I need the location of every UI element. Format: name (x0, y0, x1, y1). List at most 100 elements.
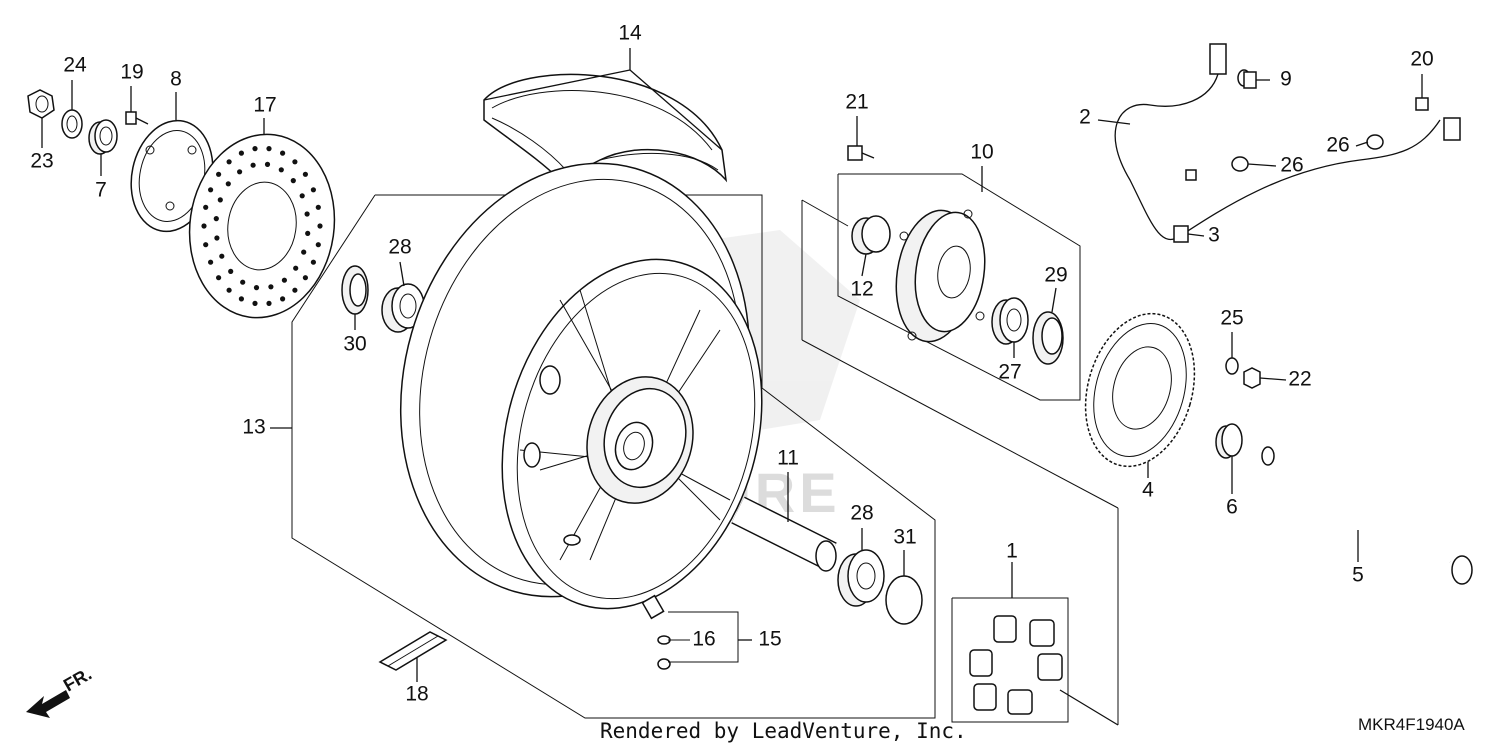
callout-26-a: 26 (1280, 154, 1303, 177)
disc-vent-hole (213, 216, 219, 222)
brake-disc-17 (188, 133, 336, 319)
disc-vent-hole (201, 223, 207, 229)
collar-7 (88, 119, 118, 155)
disc-vent-hole (252, 146, 258, 152)
callout-16: 16 (692, 628, 715, 651)
disc-vent-hole (292, 159, 298, 165)
disc-vent-hole (266, 300, 272, 306)
callout-11: 11 (777, 447, 799, 470)
disc-vent-hole (208, 187, 214, 193)
callout-10: 10 (970, 141, 993, 164)
driven-sprocket-4 (1084, 312, 1196, 468)
disc-vent-hole (317, 223, 323, 229)
rear-wheel-rim-13 (399, 162, 763, 610)
disc-vent-hole (219, 253, 225, 259)
clip-26-b (1366, 134, 1384, 150)
disc-vent-hole (268, 284, 274, 290)
disc-vent-hole (228, 268, 234, 274)
disc-vent-hole (278, 167, 284, 173)
damper-box (951, 597, 1069, 723)
callout-26-b: 26 (1326, 134, 1349, 157)
dust-seal-30 (341, 265, 369, 315)
callout-9: 9 (1280, 68, 1292, 91)
grommet-3 (1173, 225, 1189, 243)
wheel-assembly-box (291, 194, 936, 719)
disc-vent-hole (203, 204, 209, 210)
disc-vent-hole (266, 146, 272, 152)
callout-19: 19 (120, 61, 143, 84)
callout-3: 3 (1208, 224, 1220, 247)
leader-lines (41, 48, 1423, 726)
oil-seal-29 (1032, 311, 1064, 365)
bearing-27 (991, 297, 1029, 345)
callout-6: 6 (1226, 496, 1238, 519)
sprocket-flange-10 (895, 209, 986, 343)
callout-24: 24 (63, 54, 87, 77)
disc-vent-hole (214, 235, 220, 241)
distance-collar-11 (731, 496, 837, 572)
callout-13: 13 (242, 416, 265, 439)
disc-vent-hole (237, 169, 243, 175)
callout-7: 7 (95, 179, 107, 202)
wheel-speed-sensor-2 (1114, 43, 1461, 241)
callout-17: 17 (253, 94, 276, 117)
cap-9 (1237, 69, 1257, 89)
washer-25 (1225, 357, 1239, 375)
callout-18: 18 (405, 683, 428, 706)
disc-vent-hole (310, 259, 316, 265)
collar-12 (851, 215, 891, 255)
disc-vent-hole (238, 150, 244, 156)
disc-vent-hole (238, 296, 244, 302)
clip-26-a (1231, 156, 1249, 172)
axle-nut-23 (27, 89, 55, 119)
bolt-21 (847, 145, 875, 161)
callout-20: 20 (1410, 48, 1433, 71)
disc-vent-hole (315, 204, 321, 210)
nut-22 (1243, 367, 1261, 389)
o-ring-31 (885, 575, 923, 625)
callouts: 14 24 19 8 17 23 7 28 30 13 21 10 12 29 … (30, 22, 1433, 706)
disc-vent-hole (292, 287, 298, 293)
disc-vent-hole (216, 171, 222, 177)
disc-vent-hole (253, 285, 260, 291)
callout-27: 27 (998, 361, 1021, 384)
footer-credit: Rendered by LeadVenture, Inc. (600, 719, 967, 743)
callout-23: 23 (30, 150, 53, 173)
disc-vent-hole (226, 159, 232, 165)
disc-vent-hole (203, 242, 209, 248)
callout-5: 5 (1352, 564, 1364, 587)
disc-vent-hole (280, 296, 286, 302)
callout-8: 8 (170, 68, 182, 91)
callout-28-left: 28 (388, 236, 411, 259)
diagram-code: MKR4F1940A (1358, 715, 1465, 734)
callout-15: 15 (758, 628, 781, 651)
callout-4: 4 (1142, 479, 1154, 502)
callout-12: 12 (850, 278, 873, 301)
callout-2: 2 (1079, 106, 1091, 129)
disc-vent-hole (208, 259, 214, 265)
disc-vent-hole (304, 211, 310, 217)
callout-30: 30 (343, 333, 366, 356)
callout-28-right: 28 (850, 502, 873, 525)
callout-22: 22 (1288, 368, 1311, 391)
disc-vent-hole (302, 275, 308, 281)
disc-vent-hole (315, 242, 321, 248)
disc-vent-hole (293, 265, 299, 271)
damper-rubbers-1 (969, 615, 1063, 715)
washer-24 (61, 109, 83, 139)
callout-1: 1 (1006, 540, 1018, 563)
disc-vent-hole (305, 230, 311, 236)
hub-assembly-box (837, 173, 1081, 401)
disc-vent-hole (301, 249, 307, 255)
disc-vent-hole (264, 161, 271, 167)
disc-vent-hole (226, 287, 232, 293)
valve-assembly-15 (641, 594, 739, 670)
bearing-28-right (837, 549, 885, 607)
disc-vent-hole (240, 279, 246, 285)
callout-21: 21 (845, 91, 868, 114)
bolt-20 (1415, 97, 1429, 111)
collar-6 (1215, 423, 1243, 459)
disc-vent-hole (299, 193, 305, 199)
disc-vent-hole (302, 171, 308, 177)
